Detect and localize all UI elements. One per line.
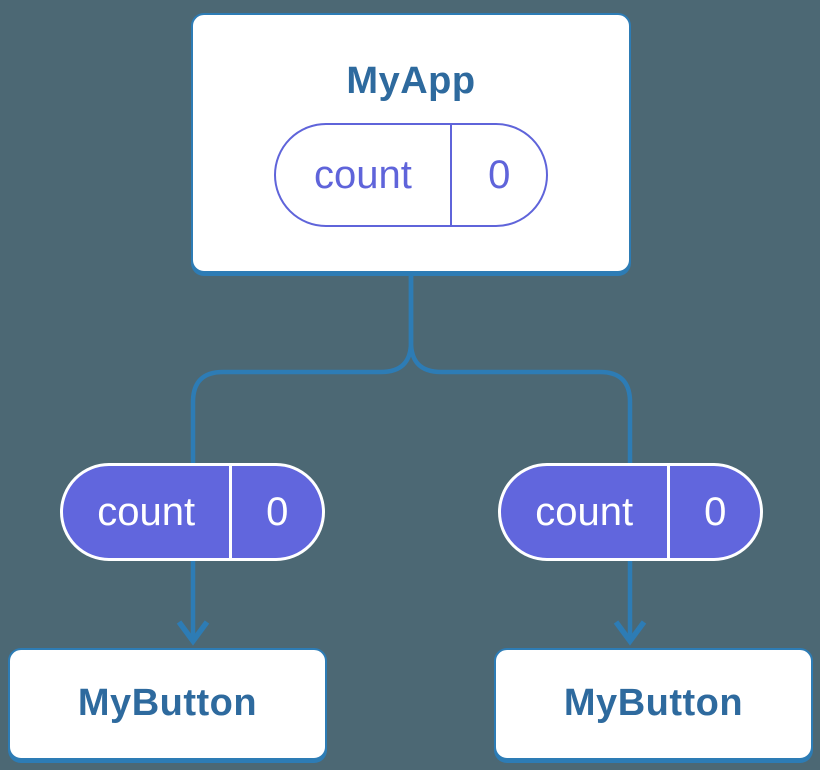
child-component-title: MyButton (77, 682, 258, 725)
state-pill-value: 0 (488, 152, 511, 197)
prop-pill-label: count (535, 490, 634, 534)
prop-pill-left: count 0 (60, 463, 325, 561)
pill-divider (667, 466, 671, 558)
root-state-pill: count 0 (274, 122, 548, 227)
prop-pill-value: 0 (704, 490, 727, 534)
child-component-card-left: MyButton (8, 648, 327, 760)
prop-pill-value: 0 (266, 490, 289, 534)
state-pill-label: count (314, 152, 412, 197)
root-component-card: MyApp count 0 (191, 13, 631, 273)
child-component-card-right: MyButton (494, 648, 813, 760)
root-component-title: MyApp (346, 60, 476, 102)
child-component-title: MyButton (563, 682, 744, 725)
branch-line-right (408, 270, 633, 637)
branch-line-left (190, 270, 414, 637)
arrow-down-left-icon (176, 620, 210, 646)
prop-pill-right: count 0 (498, 463, 763, 561)
pill-divider (449, 124, 453, 225)
prop-pill-label: count (97, 490, 196, 534)
pill-divider (229, 466, 233, 558)
arrow-down-right-icon (613, 620, 647, 646)
